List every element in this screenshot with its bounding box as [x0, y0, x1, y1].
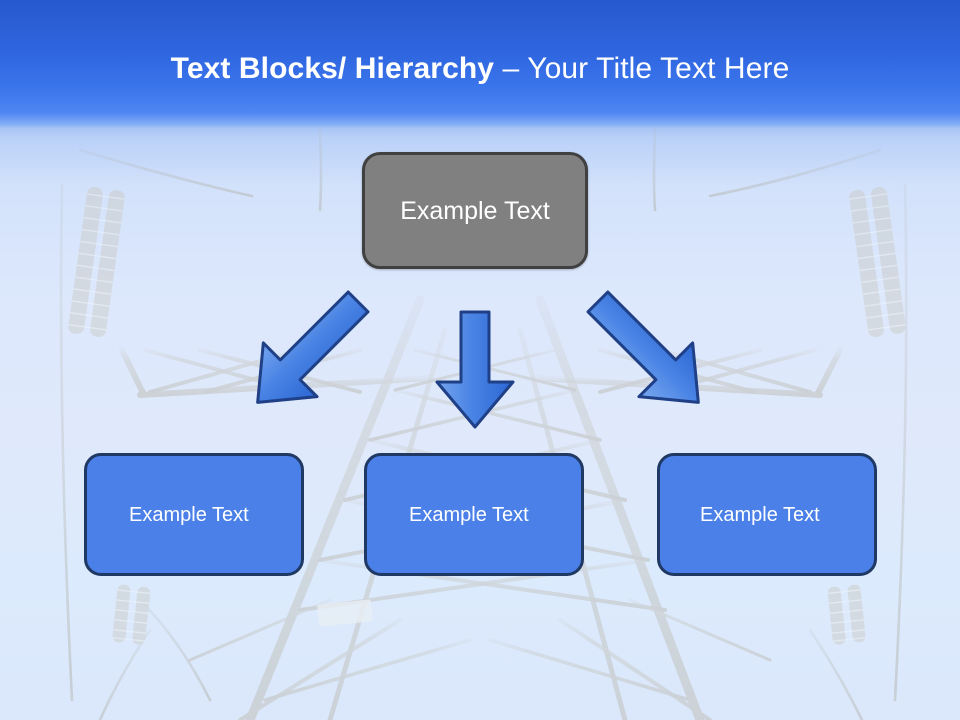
node-child-2[interactable]: Example Text — [364, 453, 584, 576]
title-light-part: Your Title Text Here — [527, 52, 790, 85]
node-root[interactable]: Example Text — [362, 152, 588, 269]
page-title: Text Blocks/ Hierarchy – Your Title Text… — [0, 50, 960, 88]
node-child-2-label: Example Text — [409, 503, 529, 526]
node-root-label: Example Text — [400, 196, 550, 225]
title-separator: – — [494, 52, 528, 85]
node-child-1-label: Example Text — [129, 503, 249, 526]
node-child-3-label: Example Text — [700, 503, 820, 526]
node-child-1[interactable]: Example Text — [84, 453, 304, 576]
title-bold-part: Text Blocks/ Hierarchy — [170, 52, 495, 85]
node-child-3[interactable]: Example Text — [657, 453, 877, 576]
title-banner: Text Blocks/ Hierarchy – Your Title Text… — [0, 0, 960, 128]
